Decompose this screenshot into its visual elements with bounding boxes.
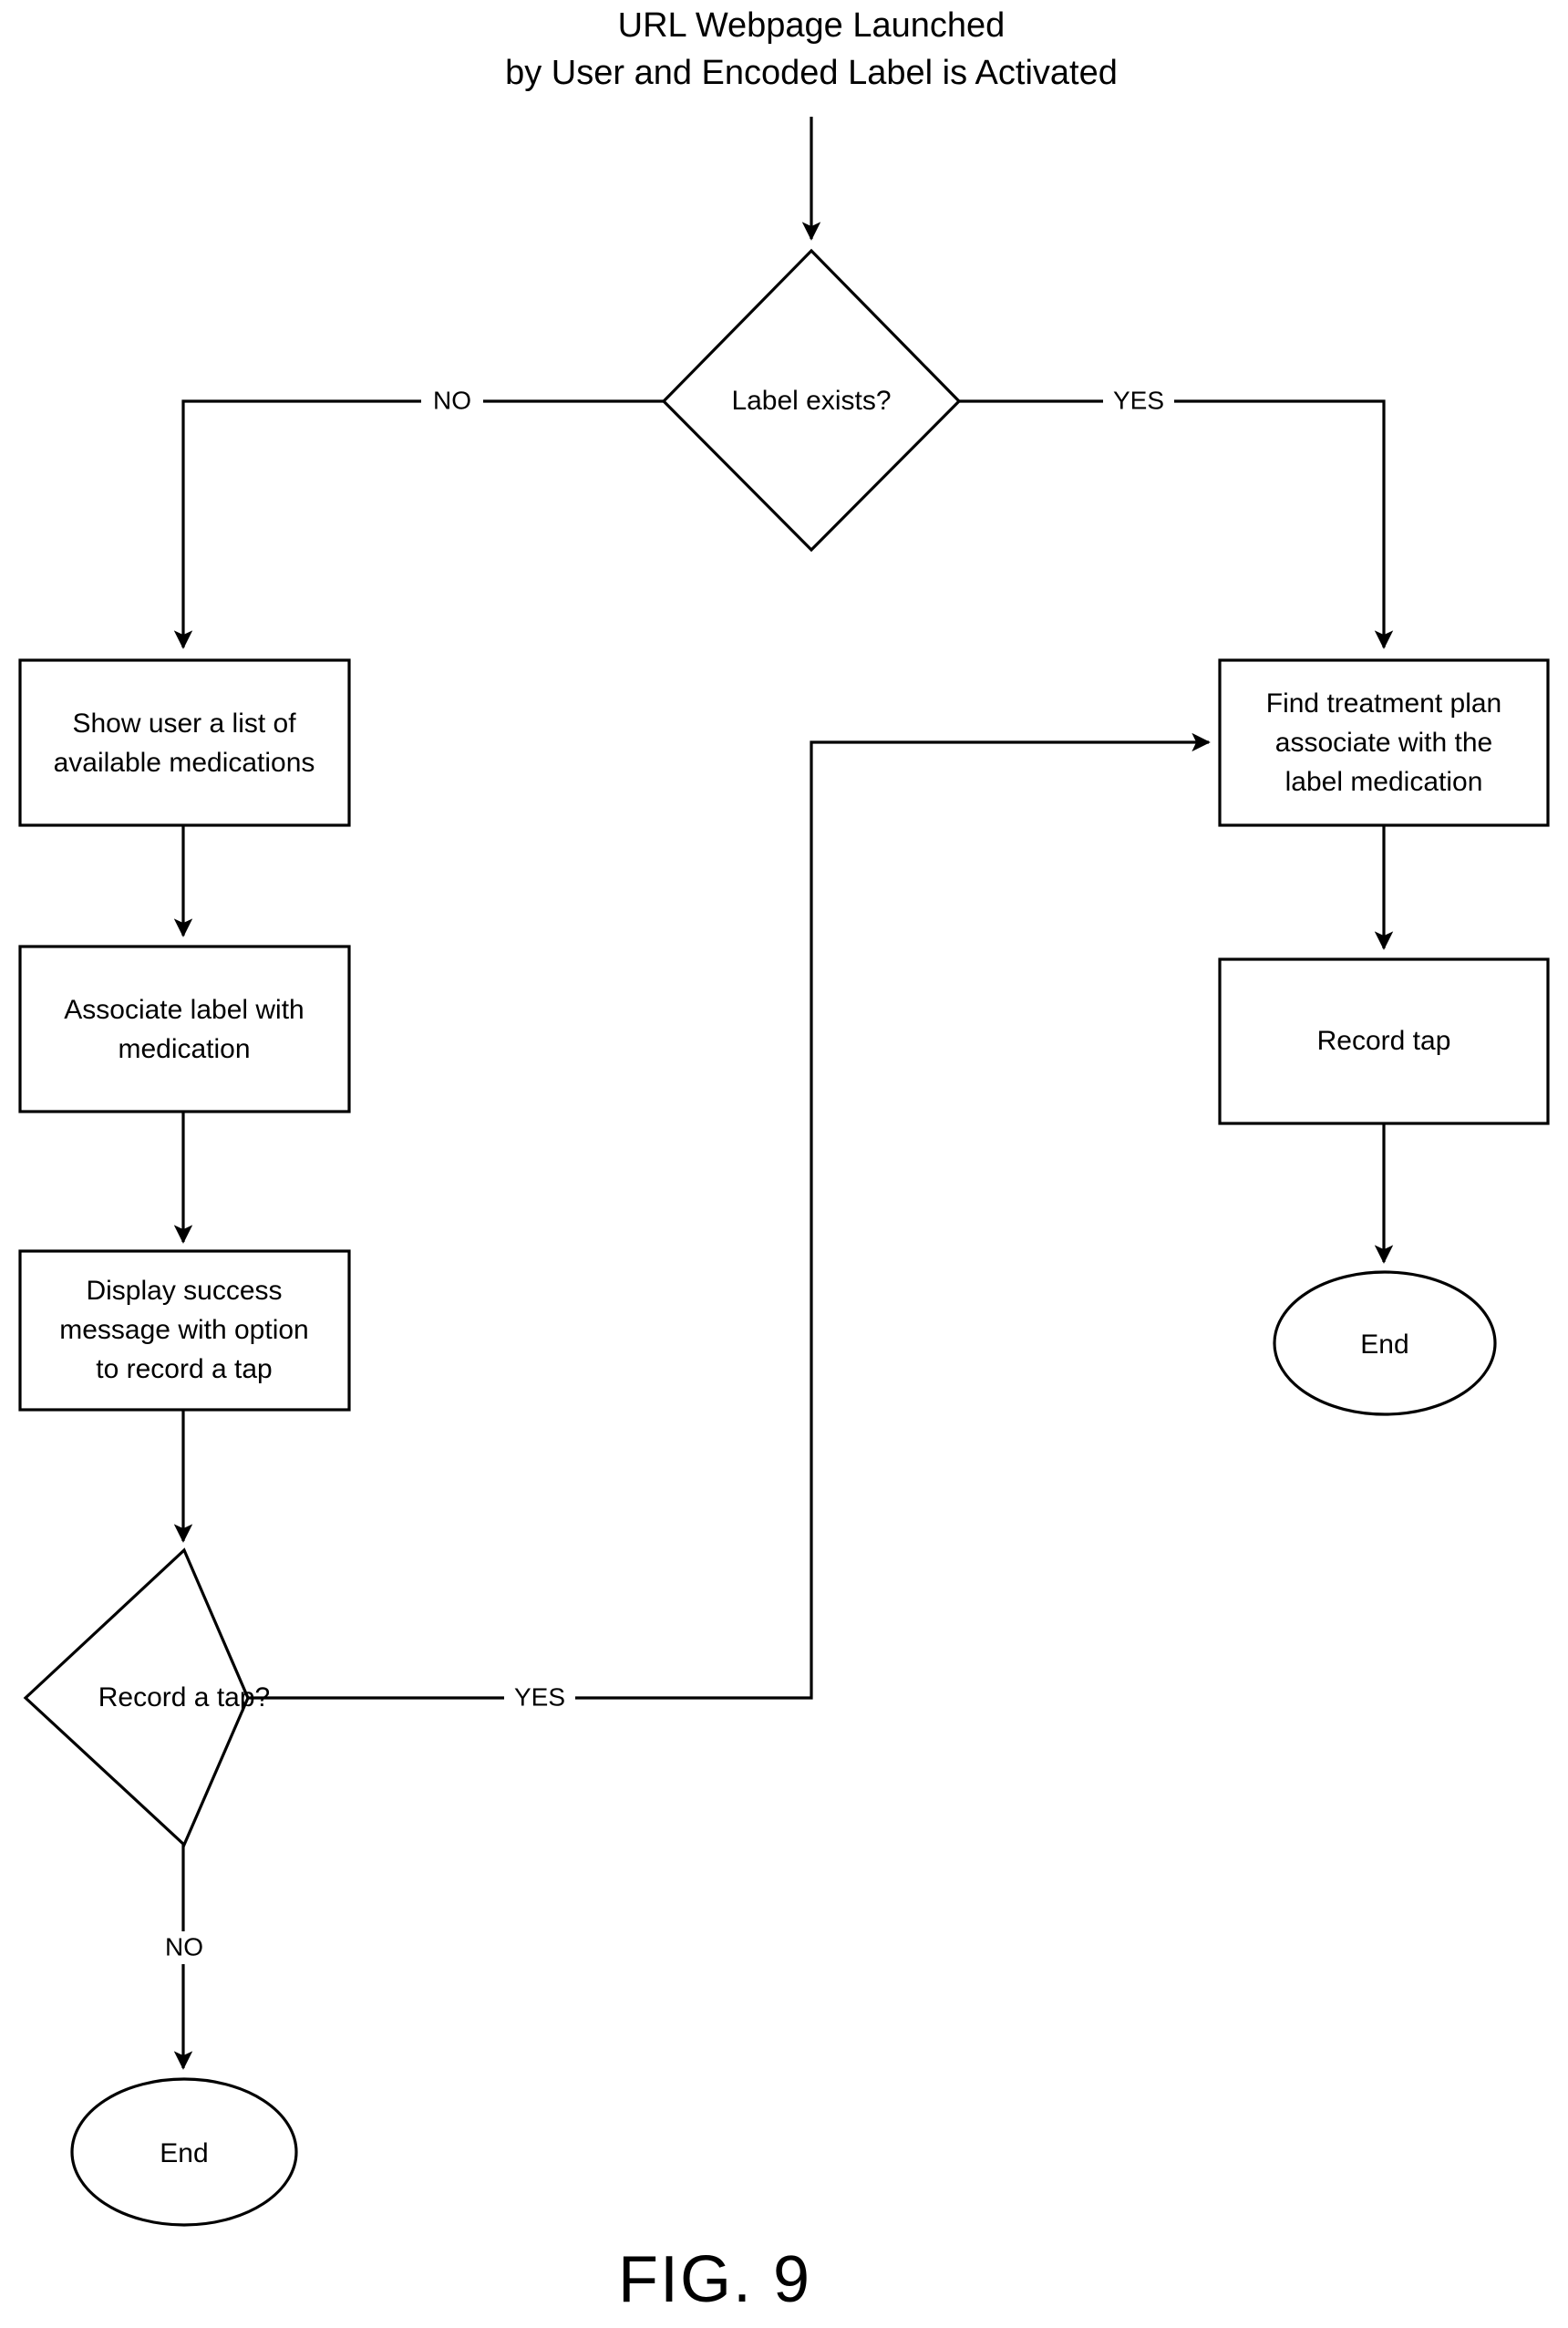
- node-end-left-label: End: [160, 2138, 208, 2168]
- node-display-success-line3: to record a tap: [96, 1354, 272, 1384]
- edge-label-no-backdrop: [421, 385, 483, 418]
- node-end-right-label: End: [1360, 1330, 1408, 1360]
- node-end-left-shape: [70, 2077, 298, 2227]
- edge-label-record-a-tap-no: NO: [165, 1932, 203, 1961]
- node-find-treatment-plan-shape: [1218, 658, 1550, 827]
- node-end-right-shape: [1273, 1270, 1497, 1416]
- node-associate-label-line1: Associate label with: [64, 995, 304, 1025]
- node-associate-label-line2: medication: [118, 1034, 250, 1064]
- figure-caption: FIG. 9: [618, 2243, 811, 2316]
- node-display-success-line1: Display success: [86, 1276, 282, 1306]
- node-find-treatment-plan-line1: Find treatment plan: [1266, 688, 1501, 719]
- node-record-tap-shape: [1218, 957, 1550, 1125]
- edge-label-exists-yes: [959, 399, 1394, 649]
- node-record-tap-label: Record tap: [1317, 1026, 1451, 1056]
- node-find-treatment-plan-line3: label medication: [1285, 767, 1483, 797]
- edge-record-a-tap-yes: [248, 732, 1211, 1700]
- node-label-exists-label: Label exists?: [731, 386, 891, 416]
- node-find-treatment-plan-line2: associate with the: [1275, 728, 1492, 758]
- node-show-medications-line1: Show user a list of: [72, 709, 296, 739]
- node-show-medications-shape: [18, 658, 351, 827]
- edge-label-yes-backdrop: [1103, 385, 1174, 418]
- node-label-exists-shape: [661, 248, 962, 553]
- figure-title-line1: URL Webpage Launched: [618, 6, 1006, 45]
- edge-label-record-tap-yes-backdrop: [504, 1681, 575, 1714]
- node-record-a-tap-label: Record a tap?: [98, 1682, 270, 1712]
- edge-label-record-tap-no-backdrop: [153, 1931, 215, 1964]
- edge-label-label-exists-yes: YES: [1113, 386, 1164, 414]
- node-associate-label-shape: [18, 945, 351, 1113]
- node-show-medications-line2: available medications: [54, 748, 315, 778]
- node-display-success-line2: message with option: [59, 1315, 309, 1345]
- edge-label-exists-no: [173, 399, 664, 649]
- edge-label-label-exists-no: NO: [433, 386, 471, 414]
- node-display-success-shape: [18, 1249, 351, 1412]
- figure-title-line2: by User and Encoded Label is Activated: [505, 54, 1118, 92]
- edge-label-record-a-tap-yes: YES: [514, 1682, 565, 1711]
- node-record-a-tap-shape: [23, 1547, 250, 1847]
